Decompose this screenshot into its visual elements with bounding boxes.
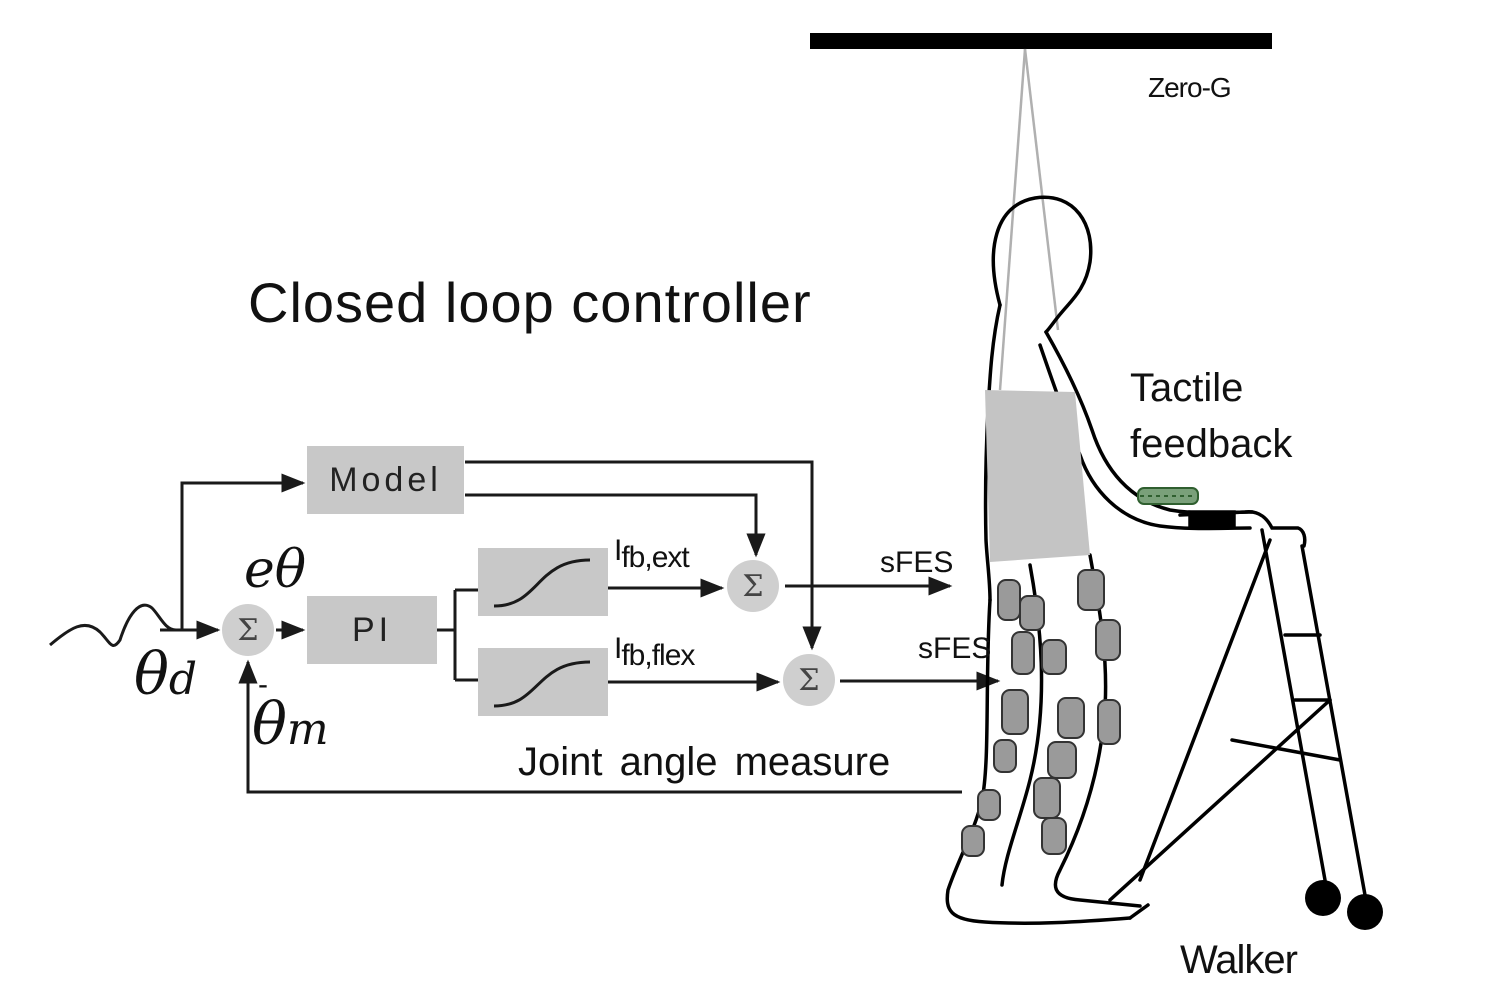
desired-angle-label: θd <box>134 640 197 708</box>
model-block <box>307 446 464 514</box>
walker-label: Walker <box>1180 938 1298 982</box>
electrode-pad <box>1095 619 1121 661</box>
current-extensor-base: I <box>614 534 622 567</box>
measured-angle-symbol: θ <box>252 690 287 758</box>
signal-lines <box>160 460 1001 794</box>
current-extensor-label: Ifb,ext <box>614 534 690 575</box>
electrode-pad <box>1001 689 1029 735</box>
current-flexor-base: I <box>614 632 622 665</box>
electrode-pad <box>961 825 985 857</box>
electrode-pad <box>1057 697 1085 739</box>
electrode-pad <box>993 739 1017 773</box>
electrode-pad <box>1033 777 1061 819</box>
feedback-minus-sign: - <box>258 668 268 701</box>
zero-g-rail <box>810 33 1272 49</box>
electrode-pad <box>1097 699 1121 745</box>
current-extensor-subscript: fb,ext <box>621 541 689 574</box>
desired-angle-subscript: d <box>168 654 198 705</box>
walker-wheel-rear <box>1305 880 1341 916</box>
error-signal-label: eθ <box>244 540 307 600</box>
current-flexor-label: Ifb,flex <box>614 632 695 673</box>
rear-leg-outline <box>945 598 1132 925</box>
summer-error <box>222 604 274 656</box>
model-block-label: Model <box>329 460 442 499</box>
reference-signal-wave <box>49 603 177 647</box>
pi-block <box>307 596 437 664</box>
zero-g-label: Zero-G <box>1148 72 1232 103</box>
walker-frame <box>1108 510 1367 920</box>
sigmoid-curve-flex <box>493 660 591 708</box>
summer-flex <box>783 654 835 706</box>
measured-angle-subscript: m <box>286 704 329 755</box>
torso-vest <box>985 390 1090 562</box>
electrode-pad <box>1077 569 1105 611</box>
summer-ext-symbol: Σ <box>742 568 764 604</box>
sigmoid-curve-ext <box>493 558 591 608</box>
walker-handle <box>1178 510 1307 548</box>
electrode-pad <box>1019 595 1045 631</box>
current-flexor-subscript: fb,flex <box>621 639 695 672</box>
walker-grip <box>1188 510 1236 528</box>
electrode-pad <box>1041 817 1067 855</box>
measured-angle-label: θm <box>252 690 329 758</box>
desired-angle-symbol: θ <box>134 640 169 708</box>
pi-block-label: PI <box>351 610 393 649</box>
electrode-pad <box>997 579 1021 621</box>
head-outline <box>991 195 1093 334</box>
summer-ext <box>727 560 779 612</box>
sfes-label-extensor: sFES <box>880 546 954 579</box>
electrode-pad <box>1047 741 1077 779</box>
back-outline <box>983 303 1002 602</box>
tactile-feedback-label: Tactile feedback <box>1130 366 1293 466</box>
walker-wheel-front <box>1347 894 1383 930</box>
sfes-label-flexor: sFES <box>918 632 992 665</box>
electrode-pad <box>977 789 1001 821</box>
summer-error-symbol: Σ <box>237 612 259 648</box>
electrode-pad <box>1041 639 1067 675</box>
stimulation-electrodes <box>961 569 1121 857</box>
diagram-title: Closed loop controller <box>248 271 812 334</box>
summer-flex-symbol: Σ <box>798 662 820 698</box>
electrode-pad <box>1011 631 1035 675</box>
harness-cables <box>998 48 1060 391</box>
joint-angle-measure-label: Joint angle measure <box>518 740 891 784</box>
